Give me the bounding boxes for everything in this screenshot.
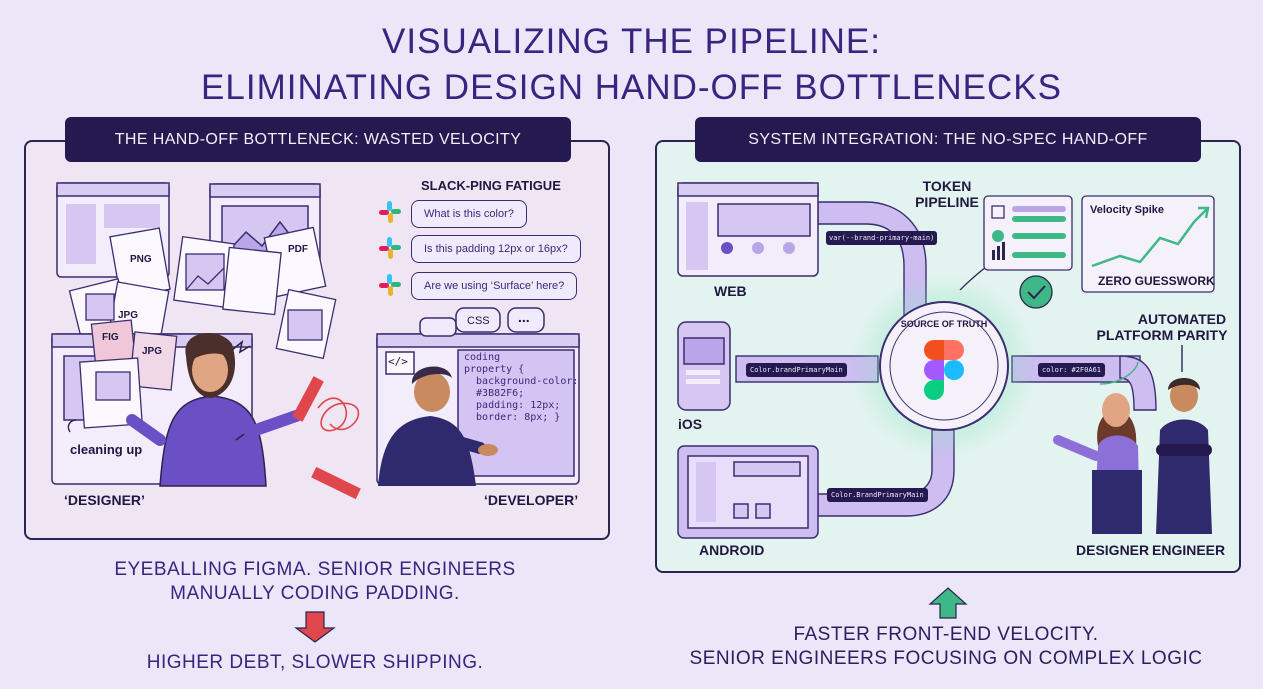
left-result-caption: HIGHER DEBT, SLOWER SHIPPING. xyxy=(146,652,484,673)
engineer-right-label: ENGINEER xyxy=(1152,542,1226,558)
file-tag-jpg-2: JPG xyxy=(142,346,163,357)
designer-right-label: DESIGNER xyxy=(1076,542,1150,558)
engineer-right-figure xyxy=(1156,378,1212,534)
developer-figure xyxy=(378,366,498,486)
figma-icon xyxy=(924,340,964,400)
cleaning-up-label: cleaning up xyxy=(70,442,143,457)
css-bubble-label: CSS xyxy=(467,315,490,327)
typing-dots: ... xyxy=(518,309,530,325)
slack-icon xyxy=(379,201,401,223)
token-checklist-card xyxy=(983,195,1073,271)
token-pipeline-line-1: TOKEN xyxy=(922,178,972,194)
ios-token-code: Color.brandPrimaryMain xyxy=(746,363,847,377)
slack-icon xyxy=(379,274,401,296)
slack-icon xyxy=(379,237,401,259)
web-window xyxy=(677,182,819,277)
file-tag-fig: FIG xyxy=(102,332,119,343)
file-pile xyxy=(68,226,337,360)
platform-color-code: color: #2F0A61 xyxy=(1038,363,1106,377)
designer-figure xyxy=(126,332,302,487)
code-icon: </> xyxy=(388,355,408,368)
right-caption-line-2: SENIOR ENGINEERS FOCUSING ON COMPLEX LOG… xyxy=(689,648,1203,669)
developer-label: ‘DEVELOPER’ xyxy=(484,492,579,508)
slack-fatigue-title: SLACK-PING FATIGUE xyxy=(421,178,561,193)
code-line-4: #3B82F6; xyxy=(464,388,525,399)
left-panel-header: THE HAND-OFF BOTTLENECK: WASTED VELOCITY xyxy=(65,117,571,162)
code-line-2: property { xyxy=(464,364,525,375)
title-line-2: ELIMINATING DESIGN HAND-OFF BOTTLENECKS xyxy=(201,68,1062,107)
file-tag-png: PNG xyxy=(130,254,152,265)
code-line-6: border: 8px; } xyxy=(464,412,561,423)
platform-parity-label: PLATFORM PARITY xyxy=(1096,327,1228,343)
title-line-1: VISUALIZING THE PIPELINE: xyxy=(382,22,881,61)
web-label: WEB xyxy=(714,283,747,299)
code-line-1: coding xyxy=(464,352,501,363)
right-panel-header: SYSTEM INTEGRATION: THE NO-SPEC HAND-OFF xyxy=(695,117,1201,162)
file-tag-jpg-1: JPG xyxy=(118,310,139,321)
token-pipeline-line-2: PIPELINE xyxy=(915,194,979,210)
arrow-down-icon xyxy=(294,611,336,643)
code-line-5: padding: 12px; xyxy=(464,400,561,411)
zero-guesswork-label: ZERO GUESSWORK xyxy=(1098,274,1215,288)
designer-label: ‘DESIGNER’ xyxy=(64,492,145,508)
slack-message-3: Are we using ‘Surface’ here? xyxy=(411,272,578,300)
velocity-spike-title: Velocity Spike xyxy=(1090,204,1164,216)
web-token-code: var(--brand-primary-main) xyxy=(826,231,938,245)
slack-message-2: Is this padding 12px or 16px? xyxy=(411,235,581,263)
android-label: ANDROID xyxy=(699,542,765,558)
android-token-code: Color.BrandPrimaryMain xyxy=(827,488,928,502)
left-caption-line-1: EYEBALLING FIGMA. SENIOR ENGINEERS xyxy=(114,559,516,580)
pink-files xyxy=(79,319,178,429)
code-line-3: background-color: xyxy=(464,376,579,387)
source-of-truth-label: SOURCE OF TRUTH xyxy=(900,319,988,329)
chat-bubbles xyxy=(419,307,545,337)
slack-message-1: What is this color? xyxy=(411,200,527,228)
designer-right-figure xyxy=(1053,393,1142,534)
velocity-spike-card xyxy=(1081,195,1215,293)
ios-label: iOS xyxy=(678,416,703,432)
automated-label: AUTOMATED xyxy=(1137,311,1227,327)
check-icon xyxy=(1019,275,1053,309)
arrow-up-icon xyxy=(928,587,968,619)
android-tablet xyxy=(677,445,819,539)
left-caption-line-2: MANUALLY CODING PADDING. xyxy=(170,583,460,604)
right-caption-line-1: FASTER FRONT-END VELOCITY. xyxy=(793,624,1099,645)
frustration-scribble xyxy=(231,340,361,500)
ios-phone xyxy=(677,321,731,411)
file-tag-pdf: PDF xyxy=(288,244,308,255)
